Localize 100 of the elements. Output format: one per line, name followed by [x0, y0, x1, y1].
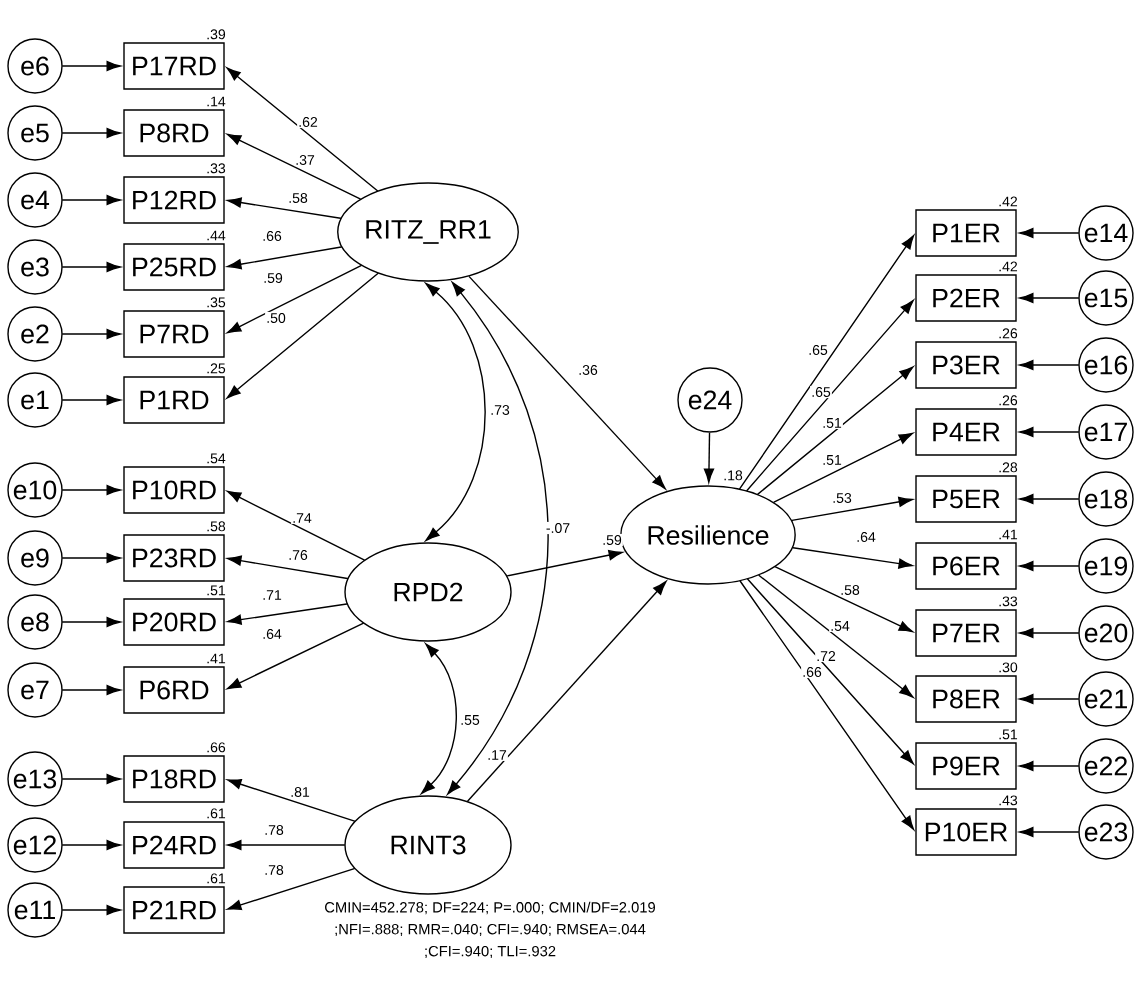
variable-box: P10RD — [123, 466, 225, 514]
covariance-arrow — [425, 283, 486, 541]
value-label: .51 — [999, 729, 1018, 740]
arrow — [62, 773, 121, 785]
value-label: .18 — [724, 470, 743, 481]
arrow — [62, 394, 121, 406]
arrow — [62, 194, 121, 206]
edge-label: .51 — [821, 417, 843, 430]
value-label: .33 — [999, 596, 1018, 607]
arrow — [62, 60, 121, 72]
value-label: .42 — [999, 261, 1018, 272]
fit-statistics-text: ;CFI=.940; TLI=.932 — [425, 945, 556, 959]
value-label: .54 — [207, 453, 226, 464]
variable-box: P20RD — [123, 598, 225, 646]
value-label: .42 — [999, 196, 1018, 207]
arrow — [226, 490, 365, 561]
variable-box: P7RD — [123, 310, 225, 358]
arrow — [746, 299, 914, 492]
arrow — [792, 547, 913, 569]
value-label: .43 — [999, 795, 1018, 806]
edge-label: .74 — [291, 512, 313, 524]
variable-box: P24RD — [123, 821, 225, 869]
arrow — [227, 867, 355, 911]
arrow — [1019, 292, 1079, 304]
arrow — [758, 574, 914, 698]
arrow — [1019, 493, 1079, 505]
variable-box: P8RD — [123, 109, 225, 157]
edge-label: .59 — [601, 533, 623, 547]
variable-box: P23RD — [123, 534, 225, 582]
edge-label: .59 — [262, 271, 284, 285]
variable-box: P12RD — [123, 176, 225, 224]
arrow — [1019, 693, 1079, 705]
arrow — [739, 580, 915, 831]
arrow — [227, 603, 348, 625]
variable-box: P7ER — [915, 609, 1017, 657]
edge-label: .50 — [265, 311, 287, 325]
fit-statistics-text: ;NFI=.888; RMR=.040; CFI=.940; RMSEA=.044 — [335, 923, 646, 937]
edge-label: .36 — [577, 363, 599, 377]
arrow — [1019, 426, 1079, 438]
variable-box: P5ER — [915, 475, 1017, 523]
arrow — [468, 275, 666, 490]
arrow — [747, 578, 914, 765]
variable-box: P17RD — [123, 42, 225, 90]
value-label: .61 — [207, 808, 226, 819]
edge-label: .66 — [801, 665, 823, 679]
variable-box: P25RD — [123, 243, 225, 291]
variable-box: P1ER — [915, 209, 1017, 257]
value-label: .28 — [999, 462, 1018, 473]
edge-label: .72 — [815, 650, 837, 663]
value-label: .26 — [999, 328, 1018, 339]
edge-label: .66 — [261, 229, 283, 243]
arrow — [703, 432, 715, 483]
variable-box: P8ER — [915, 675, 1017, 723]
value-label: .35 — [207, 297, 226, 308]
arrow — [757, 366, 914, 495]
arrow — [773, 432, 914, 503]
arrow — [62, 261, 121, 273]
arrow — [227, 779, 356, 822]
value-label: .41 — [207, 653, 226, 664]
arrow — [226, 622, 364, 690]
arrow — [227, 555, 349, 580]
edge-label: -.07 — [544, 521, 572, 535]
arrow — [62, 684, 121, 696]
arrow — [774, 566, 914, 633]
edge-label: .64 — [261, 627, 283, 641]
arrow — [1019, 760, 1079, 772]
edge-label: .62 — [297, 115, 319, 129]
edge-label: .53 — [831, 491, 853, 505]
arrow — [1019, 826, 1079, 838]
arrow — [227, 197, 342, 219]
edge-label: .58 — [287, 191, 309, 205]
variable-box: P10ER — [915, 808, 1017, 856]
edge-label: .55 — [459, 714, 481, 727]
edge-label: .58 — [839, 583, 861, 597]
arrow — [62, 484, 121, 496]
arrow — [227, 246, 342, 270]
variable-box: P2ER — [915, 274, 1017, 322]
value-label: .51 — [207, 585, 226, 596]
value-label: .30 — [999, 662, 1018, 673]
variable-box: P3ER — [915, 341, 1017, 389]
arrow — [62, 552, 121, 564]
edge-label: .51 — [821, 454, 843, 467]
covariance-arrow — [447, 281, 549, 795]
edge-label: .76 — [287, 548, 309, 562]
arrow — [1019, 627, 1079, 639]
edge-label: .17 — [486, 749, 508, 761]
edge-label: .78 — [263, 863, 285, 877]
arrow — [226, 133, 361, 200]
value-label: .25 — [207, 363, 226, 374]
edge-label: .37 — [294, 153, 316, 167]
arrow — [62, 839, 121, 851]
edge-label: .64 — [855, 530, 877, 544]
edge-label: .78 — [263, 823, 285, 837]
value-label: .39 — [207, 29, 226, 40]
edge-label: .71 — [261, 589, 283, 601]
covariance-arrow — [420, 643, 457, 795]
edge-label: .65 — [810, 385, 832, 399]
edge-label: .81 — [289, 785, 311, 799]
variable-box: P21RD — [123, 886, 225, 934]
edge-label: .65 — [807, 343, 829, 357]
